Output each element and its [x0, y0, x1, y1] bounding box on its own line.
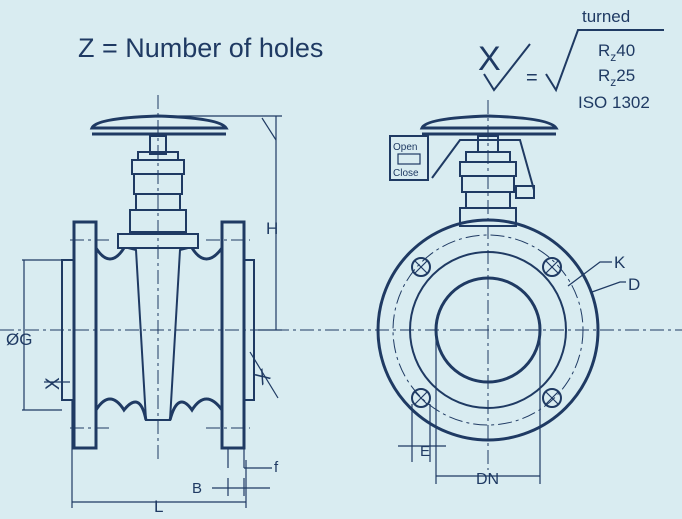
indicator-bracket — [431, 139, 535, 191]
bolt-hole — [542, 257, 562, 277]
bolt-hole — [411, 388, 431, 408]
rz1-value: 40 — [616, 41, 635, 60]
front-bonnet — [459, 207, 517, 227]
dim-h: H — [266, 219, 278, 238]
dim-e: E — [420, 443, 430, 460]
body-walls — [94, 248, 224, 410]
wedge — [127, 247, 189, 421]
bolt-hole — [411, 257, 431, 277]
front-handwheel — [419, 114, 559, 130]
dim-k: K — [614, 253, 626, 272]
dim-d: D — [628, 275, 640, 294]
stem — [149, 135, 167, 155]
dim-g: ØG — [6, 330, 32, 349]
rz1-sub: z — [610, 50, 616, 64]
side-view — [0, 95, 682, 468]
check-mark-icon — [483, 43, 531, 92]
front-dimensions: K D E DN — [398, 253, 640, 488]
dim-dn: DN — [476, 471, 499, 488]
svg-text:Rz25: Rz25 — [598, 66, 635, 89]
raised-face-circle — [409, 251, 567, 409]
dim-l: L — [154, 497, 163, 516]
rz2-value: 25 — [616, 66, 635, 85]
open-close-indicator — [389, 135, 429, 181]
left-flange-face — [61, 259, 75, 401]
dim-b: B — [192, 480, 202, 497]
equals-sign: = — [526, 67, 538, 89]
bolt-circle — [392, 234, 584, 426]
indicator-close: Close — [393, 168, 419, 179]
flange-outer-circle — [376, 218, 600, 442]
finish-standard: ISO 1302 — [578, 93, 650, 112]
page-title: Z = Number of holes — [78, 33, 323, 63]
rz1-main: R — [598, 41, 610, 60]
rz2-sub: z — [610, 75, 616, 89]
handwheel — [89, 114, 229, 130]
side-dimensions: H ØG X X f B L — [6, 115, 282, 516]
indicator-open: Open — [393, 142, 417, 153]
svg-text:Rz40: Rz40 — [598, 41, 635, 64]
front-view: Open Close — [376, 100, 600, 470]
dim-x-left: X — [43, 377, 64, 390]
bonnet-neck — [129, 209, 187, 233]
dim-f: f — [274, 459, 279, 476]
root-sign-icon — [545, 29, 664, 93]
finish-x-symbol: X — [478, 40, 501, 78]
bolt-hole — [542, 388, 562, 408]
bonnet-flange — [117, 233, 199, 249]
body-lower-arcs — [94, 397, 224, 421]
left-flange — [72, 220, 98, 450]
right-flange-face — [243, 259, 255, 401]
rz2-main: R — [598, 66, 610, 85]
finish-turned: turned — [582, 7, 630, 26]
right-flange — [220, 220, 246, 450]
surface-finish-symbol: X = turned Rz40 Rz25 ISO 1302 — [478, 7, 664, 112]
body-upper-arcs — [94, 247, 224, 261]
